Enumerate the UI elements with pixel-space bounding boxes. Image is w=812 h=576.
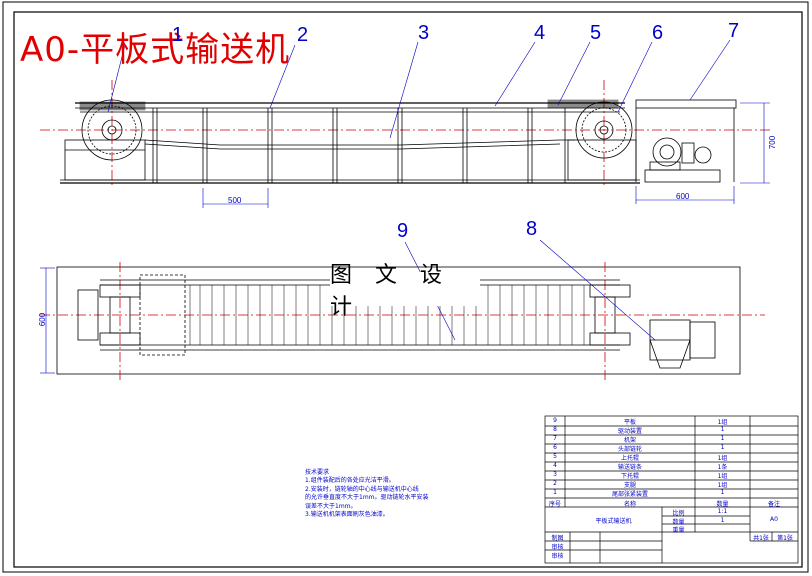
callout-7: 7 <box>728 20 740 42</box>
tb-scale: 1:1 <box>717 508 728 515</box>
callout-1: 1 <box>172 24 184 46</box>
tb-sheet-no: 第1张 <box>777 535 793 542</box>
bom-header-note: 备注 <box>767 501 780 508</box>
bom-cell-name: 头部链轮 <box>617 446 642 453</box>
notes-line: 的允许垂直度不大于1mm。驱动链轮水平安装 <box>305 494 429 502</box>
bom-cell-qty: 1 <box>720 435 725 442</box>
notes-line: 误差不大于1mm。 <box>305 502 357 510</box>
bom-header-no: 序号 <box>548 501 561 508</box>
bom-cell-name: 平板 <box>623 419 636 426</box>
bom-cell-no: 7 <box>553 435 557 442</box>
bom-cell-qty: 1组 <box>717 482 728 489</box>
tb-scale-label: 比例 <box>672 510 685 517</box>
callout-4: 4 <box>534 22 546 44</box>
inner-border <box>13 11 803 568</box>
bom-cell-name: 尾部张紧装置 <box>611 491 648 498</box>
tb-qty-label: 数量 <box>672 519 685 526</box>
technical-notes: 技术要求 1.组件装配后的各处应光洁平滑。 2.安装时，链轮轴的中心线与输送机中… <box>305 469 429 519</box>
drawing-title: A0-平板式输送机 <box>20 30 291 70</box>
tb-checked: 审核 <box>551 544 564 551</box>
bom-cell-qty: 1 <box>720 489 725 496</box>
bom-cell-no: 4 <box>553 462 557 469</box>
bom-cell-no: 2 <box>553 480 557 487</box>
tb-sheets: 共1张 <box>753 535 769 542</box>
notes-line: 3.输送机机架表面刷灰色油漆。 <box>305 511 389 519</box>
bom-cell-no: 6 <box>553 444 557 451</box>
dim-height: 700 <box>768 135 778 150</box>
callout-8: 8 <box>526 218 538 240</box>
callout-9: 9 <box>397 220 409 242</box>
bom-header-name: 名称 <box>623 501 636 508</box>
tb-drawing-name: 平板式输送机 <box>595 518 632 525</box>
tb-weight-label: 重量 <box>672 527 685 534</box>
bom-cell-name: 机架 <box>623 437 636 444</box>
bom-cell-no: 1 <box>553 489 557 496</box>
bom-header-qty: 数量 <box>716 501 729 508</box>
bom-cell-qty: 1 <box>720 426 725 433</box>
dim-motor-base: 600 <box>676 192 690 201</box>
notes-line: 1.组件装配后的各处应光洁平滑。 <box>305 477 395 485</box>
dim-width: 600 <box>38 312 48 327</box>
tb-size: A0 <box>770 516 778 523</box>
bom-cell-name: 输送链条 <box>617 464 642 471</box>
bom-cell-name: 驱动装置 <box>617 428 642 435</box>
bom-cell-qty: 1组 <box>717 419 728 426</box>
tb-qty: 1 <box>720 517 725 524</box>
bom-cell-qty: 1组 <box>717 473 728 480</box>
bom-cell-no: 8 <box>553 426 557 433</box>
callout-2: 2 <box>297 24 309 46</box>
plan-view <box>40 239 765 380</box>
bom-cell-name: 上托辊 <box>620 455 639 462</box>
callout-3: 3 <box>418 22 430 44</box>
bom-table <box>544 415 799 564</box>
watermark-label: 图 文 设 计 <box>330 263 480 320</box>
callout-6: 6 <box>652 22 664 44</box>
bom-cell-no: 5 <box>553 453 557 460</box>
notes-line: 2.安装时，链轮轴的中心线与输送机中心线 <box>305 485 419 493</box>
tb-drawn: 制图 <box>551 535 564 542</box>
bom-cell-name: 支腿 <box>623 482 636 489</box>
bom-cell-qty: 1组 <box>717 455 728 462</box>
tb-approved: 审核 <box>551 553 564 560</box>
bom-cell-no: 9 <box>553 417 557 424</box>
notes-heading: 技术要求 <box>305 469 330 476</box>
dim-pitch: 500 <box>228 196 242 205</box>
front-view <box>40 39 770 208</box>
bom-cell-no: 3 <box>553 471 557 478</box>
callout-5: 5 <box>590 22 602 44</box>
bom-cell-qty: 1 <box>720 444 725 451</box>
bom-cell-qty: 1条 <box>717 464 728 471</box>
bom-cell-name: 下托辊 <box>620 473 639 480</box>
